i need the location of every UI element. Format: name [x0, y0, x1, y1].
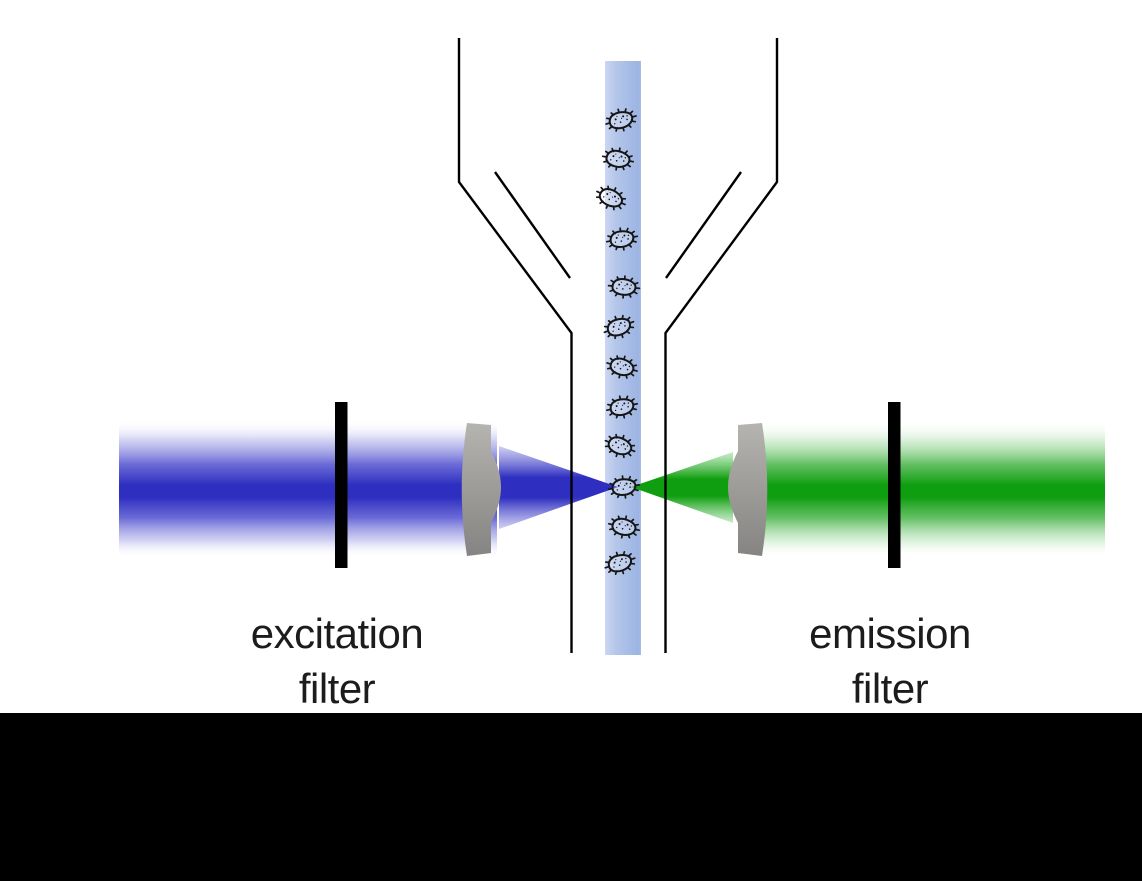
- excitation-filter-label-line1: excitation: [250, 610, 424, 657]
- bottom-black-bar: [0, 713, 1142, 881]
- excitation-filter-bar: [335, 402, 348, 568]
- excitation-filter-label: excitation filter: [177, 606, 497, 716]
- emission-beam: [756, 420, 1105, 558]
- focusing-lens: [461, 423, 501, 556]
- emission-filter-label: emission filter: [730, 606, 1050, 716]
- flow-cell-right-wall: [664, 38, 779, 653]
- flow-cell-inner-left-wall: [494, 171, 571, 279]
- flow-cell-outline: [457, 38, 779, 653]
- excitation-beam-focused-cone: [499, 446, 618, 529]
- flow-cell-left-wall: [457, 38, 573, 653]
- emission-filter-label-line2: filter: [851, 665, 929, 712]
- excitation-beam: [119, 420, 497, 558]
- emission-light-cone: [631, 452, 733, 523]
- excitation-filter-label-line2: filter: [298, 665, 376, 712]
- collection-lens: [728, 423, 768, 556]
- flow-cell-inner-right-wall: [665, 171, 742, 279]
- emission-filter-label-line1: emission: [809, 610, 971, 657]
- emission-filter-bar: [888, 402, 901, 568]
